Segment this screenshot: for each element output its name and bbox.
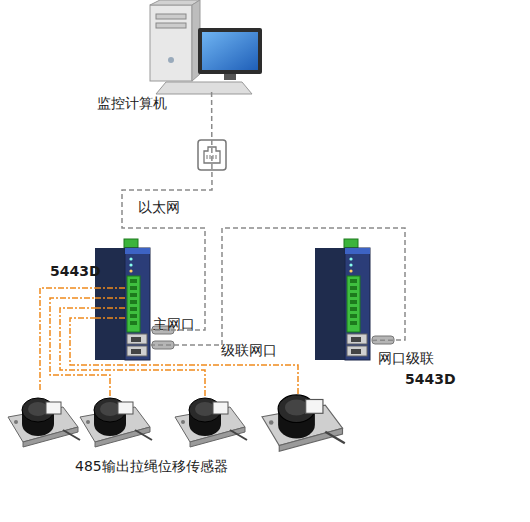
gateway-node: 5443D — [95, 245, 150, 360]
computer-illustration — [150, 0, 262, 94]
rs485-wire — [50, 288, 298, 396]
gateway-node: 5443D — [315, 245, 370, 360]
gateway-device — [95, 239, 150, 360]
ethernet-link — [122, 92, 212, 330]
sensor-illustration — [80, 398, 152, 447]
model-label: 5443D — [405, 371, 456, 387]
sensor-illustration — [262, 395, 345, 451]
rj45-icon — [198, 140, 226, 170]
group-label: 485输出拉绳位移传感器 — [75, 458, 228, 474]
port-label: 主网口 — [153, 316, 195, 332]
port-label: 网口级联 — [378, 350, 434, 366]
computer-node: 监控计算机 — [150, 0, 260, 92]
gateway-device — [315, 239, 370, 360]
model-label: 5443D — [50, 263, 101, 279]
sensor-illustration — [175, 398, 247, 447]
edge-label: 以太网 — [138, 199, 180, 215]
port-label: 级联网口 — [221, 342, 277, 358]
cascade-link — [150, 228, 405, 345]
sensor-illustration — [8, 398, 80, 447]
sensor-group: 485输出拉绳位移传感器 — [0, 390, 345, 485]
node-label: 监控计算机 — [97, 95, 167, 111]
rs485-wire — [40, 288, 95, 390]
